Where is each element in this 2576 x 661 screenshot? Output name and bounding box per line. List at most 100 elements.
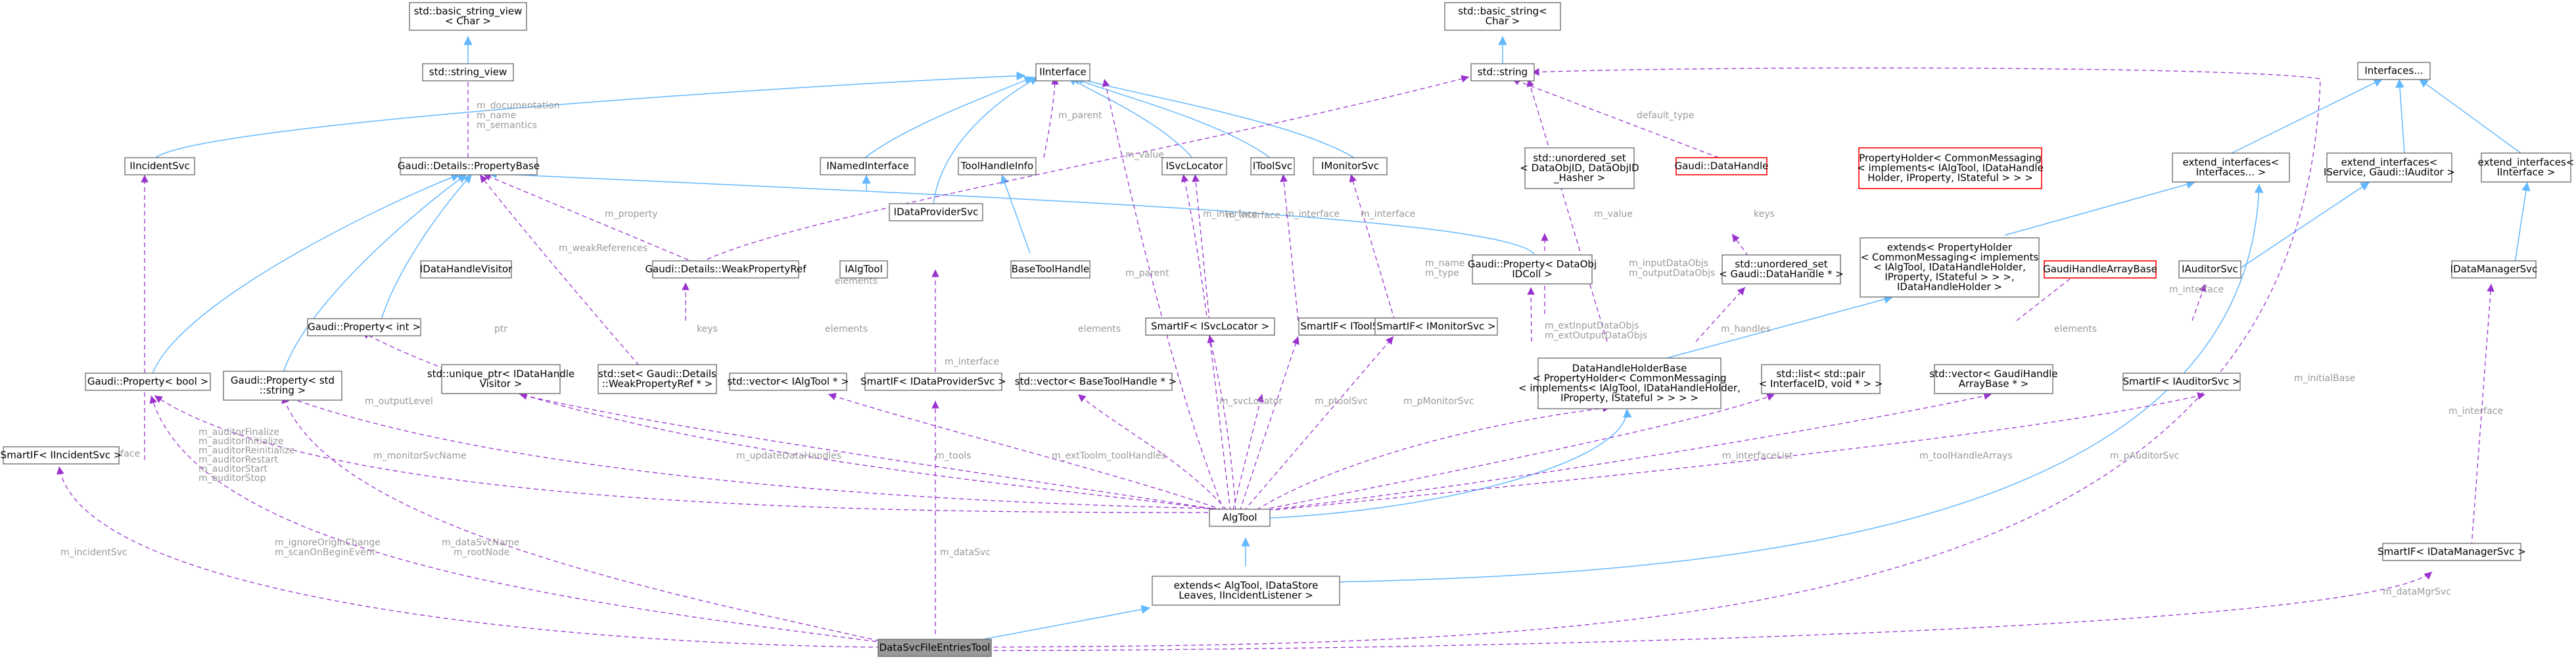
class-node-label: std::vector< BaseToolHandle * > xyxy=(1015,376,1177,388)
class-node-box xyxy=(2382,543,2521,561)
class-node[interactable]: IInterface xyxy=(1035,63,1090,81)
class-node-box xyxy=(820,157,916,175)
class-node[interactable]: std::basic_string_view< Char > xyxy=(409,2,527,31)
class-node-label: Gaudi::Property< DataObj xyxy=(1468,258,1597,270)
class-node[interactable]: std::basic_string<Char > xyxy=(1444,2,1561,31)
class-node[interactable]: PropertyHolder< CommonMessaging< impleme… xyxy=(1857,147,2044,189)
class-node-box xyxy=(441,364,561,394)
class-node-label: Gaudi::Details::PropertyBase xyxy=(398,160,540,172)
class-node-label: std::set< Gaudi::Details xyxy=(598,368,716,380)
class-node[interactable]: IToolSvc xyxy=(1250,157,1295,175)
class-node-box xyxy=(307,318,421,336)
edge-label: m_parent xyxy=(1058,110,1102,121)
class-node[interactable]: SmartIF< IDataProviderSvc > xyxy=(860,373,1006,391)
class-node-box xyxy=(1209,509,1271,527)
class-node[interactable]: ISvcLocator xyxy=(1161,157,1227,175)
class-node[interactable]: Gaudi::Details::WeakPropertyRef xyxy=(645,260,807,279)
class-node[interactable]: std::vector< GaudiHandleArrayBase * > xyxy=(1929,364,2058,394)
class-node[interactable]: SmartIF< IAuditorSvc > xyxy=(2122,373,2241,391)
class-node[interactable]: SmartIF< IDataManagerSvc > xyxy=(2377,543,2526,561)
class-node-label: SmartIF< IDataManagerSvc > xyxy=(2377,546,2526,558)
class-node-box xyxy=(409,2,527,31)
class-node-label: < Gaudi::DataHandle * > xyxy=(1719,268,1844,280)
class-node-label: std::unordered_set xyxy=(1533,152,1626,165)
class-node-box xyxy=(2357,62,2431,80)
class-node[interactable]: BaseToolHandle xyxy=(1010,260,1090,279)
class-node[interactable]: extend_interfaces<IInterface > xyxy=(2478,152,2575,183)
class-node-box xyxy=(2326,152,2452,183)
class-node[interactable]: Gaudi::Property< int > xyxy=(307,318,421,336)
class-node-label: _Hasher > xyxy=(1553,172,1605,185)
class-node[interactable]: std::vector< BaseToolHandle * > xyxy=(1015,373,1177,391)
edge-label: m_scanOnBeginEvent xyxy=(275,547,375,558)
class-node-box xyxy=(422,63,514,81)
class-node[interactable]: Interfaces... xyxy=(2357,62,2431,80)
class-node[interactable]: IIncidentSvc xyxy=(124,157,195,175)
class-node-label: Char > xyxy=(1486,15,1520,27)
class-node[interactable]: std::unordered_set< Gaudi::DataHandle * … xyxy=(1719,254,1844,285)
class-node[interactable]: Gaudi::Property< std::string > xyxy=(223,371,342,401)
class-node[interactable]: IDataHandleVisitor xyxy=(420,260,513,279)
class-node-label: DataSvcFileEntriesTool xyxy=(879,642,991,654)
class-node-box xyxy=(1444,2,1561,31)
class-node-label: IIncidentSvc xyxy=(129,160,190,172)
edge-label: m_updateDataHandles xyxy=(736,451,841,461)
edge-label: elements xyxy=(835,276,878,286)
class-node-box xyxy=(2481,152,2571,183)
class-node[interactable]: Gaudi::Property< bool > xyxy=(85,373,211,391)
class-node-label: INamedInterface xyxy=(826,160,908,172)
class-node[interactable]: extend_interfaces<IService, Gaudi::IAudi… xyxy=(2324,152,2455,183)
edge-label: m_interface xyxy=(2448,406,2503,417)
class-node-label: IDataHandleVisitor xyxy=(420,263,513,275)
edge-labels: m_documentation m_name m_semantics m_par… xyxy=(60,101,2503,597)
class-node-box xyxy=(1934,364,2053,394)
class-node[interactable]: std::set< Gaudi::Details::WeakPropertyRe… xyxy=(597,364,717,394)
edge-label: m_extTool xyxy=(1052,451,1098,461)
class-node[interactable]: std::vector< IAlgTool * > xyxy=(727,373,849,391)
class-node[interactable]: AlgTool xyxy=(1209,509,1271,527)
edge-label: m_ptoolSvc xyxy=(1315,396,1368,407)
edge-label: m_outputDataObjs xyxy=(1629,268,1715,279)
class-node-label: IDColl > xyxy=(1512,268,1552,280)
edge-label: m_type xyxy=(1425,268,1459,279)
class-node[interactable]: SmartIF< IMonitorSvc > xyxy=(1374,317,1498,336)
class-node[interactable]: std::string xyxy=(1470,63,1535,81)
class-node[interactable]: std::string_view xyxy=(422,63,514,81)
class-node[interactable]: Gaudi::Details::PropertyBase xyxy=(398,157,540,175)
class-node[interactable]: Gaudi::DataHandle xyxy=(1675,157,1769,175)
class-node-box xyxy=(1250,157,1295,175)
class-node-label: ArrayBase * > xyxy=(1959,378,2029,390)
edge-label: m_rootNode xyxy=(454,547,509,558)
class-node-label: PropertyHolder< CommonMessaging xyxy=(1859,152,2042,164)
class-node[interactable]: IMonitorSvc xyxy=(1313,157,1388,175)
class-node-label: IDataProviderSvc xyxy=(894,206,979,218)
class-node[interactable]: extends< PropertyHolder< CommonMessaging… xyxy=(1860,237,2040,298)
class-node-label: BaseToolHandle xyxy=(1012,263,1090,275)
edge-label: m_extInputDataObjs xyxy=(1545,321,1639,331)
class-node[interactable]: GaudiHandleArrayBase xyxy=(2043,260,2157,279)
edge-label: m_pMonitorSvc xyxy=(1403,396,1474,407)
class-node[interactable]: IAuditorSvc xyxy=(2178,260,2241,279)
class-node-label: Gaudi::Property< bool > xyxy=(87,376,208,388)
class-node[interactable]: SmartIF< ISvcLocator > xyxy=(1145,317,1275,336)
edge-label: m_parent xyxy=(1125,268,1169,279)
class-node[interactable]: std::unordered_set< DataObjID, DataObjID… xyxy=(1520,147,1639,189)
class-node[interactable]: IDataManagerSvc xyxy=(2450,260,2538,279)
class-node-label: extend_interfaces< xyxy=(2183,156,2280,169)
class-node[interactable]: DataHandleHolderBase< PropertyHolder< Co… xyxy=(1518,357,1741,409)
class-node-label: SmartIF< ISvcLocator > xyxy=(1151,321,1269,332)
class-node[interactable]: IDataProviderSvc xyxy=(889,203,983,221)
class-node[interactable]: IAlgTool xyxy=(839,260,888,279)
class-node[interactable]: INamedInterface xyxy=(820,157,916,175)
class-node[interactable]: ToolHandleInfo xyxy=(958,157,1037,175)
class-node-label: DataHandleHolderBase xyxy=(1572,363,1687,375)
class-node[interactable]: SmartIF< IIncidentSvc > xyxy=(1,446,122,465)
class-node[interactable]: DataSvcFileEntriesTool xyxy=(878,639,992,657)
class-node[interactable]: std::unique_ptr< IDataHandleVisitor > xyxy=(427,364,574,394)
class-node[interactable]: std::list< std::pair< InterfaceID, void … xyxy=(1759,364,1883,394)
edge-label: m_interface xyxy=(2169,285,2224,295)
class-node-label: std::string_view xyxy=(429,66,507,79)
class-node[interactable]: extend_interfaces<Interfaces... > xyxy=(2172,152,2290,183)
